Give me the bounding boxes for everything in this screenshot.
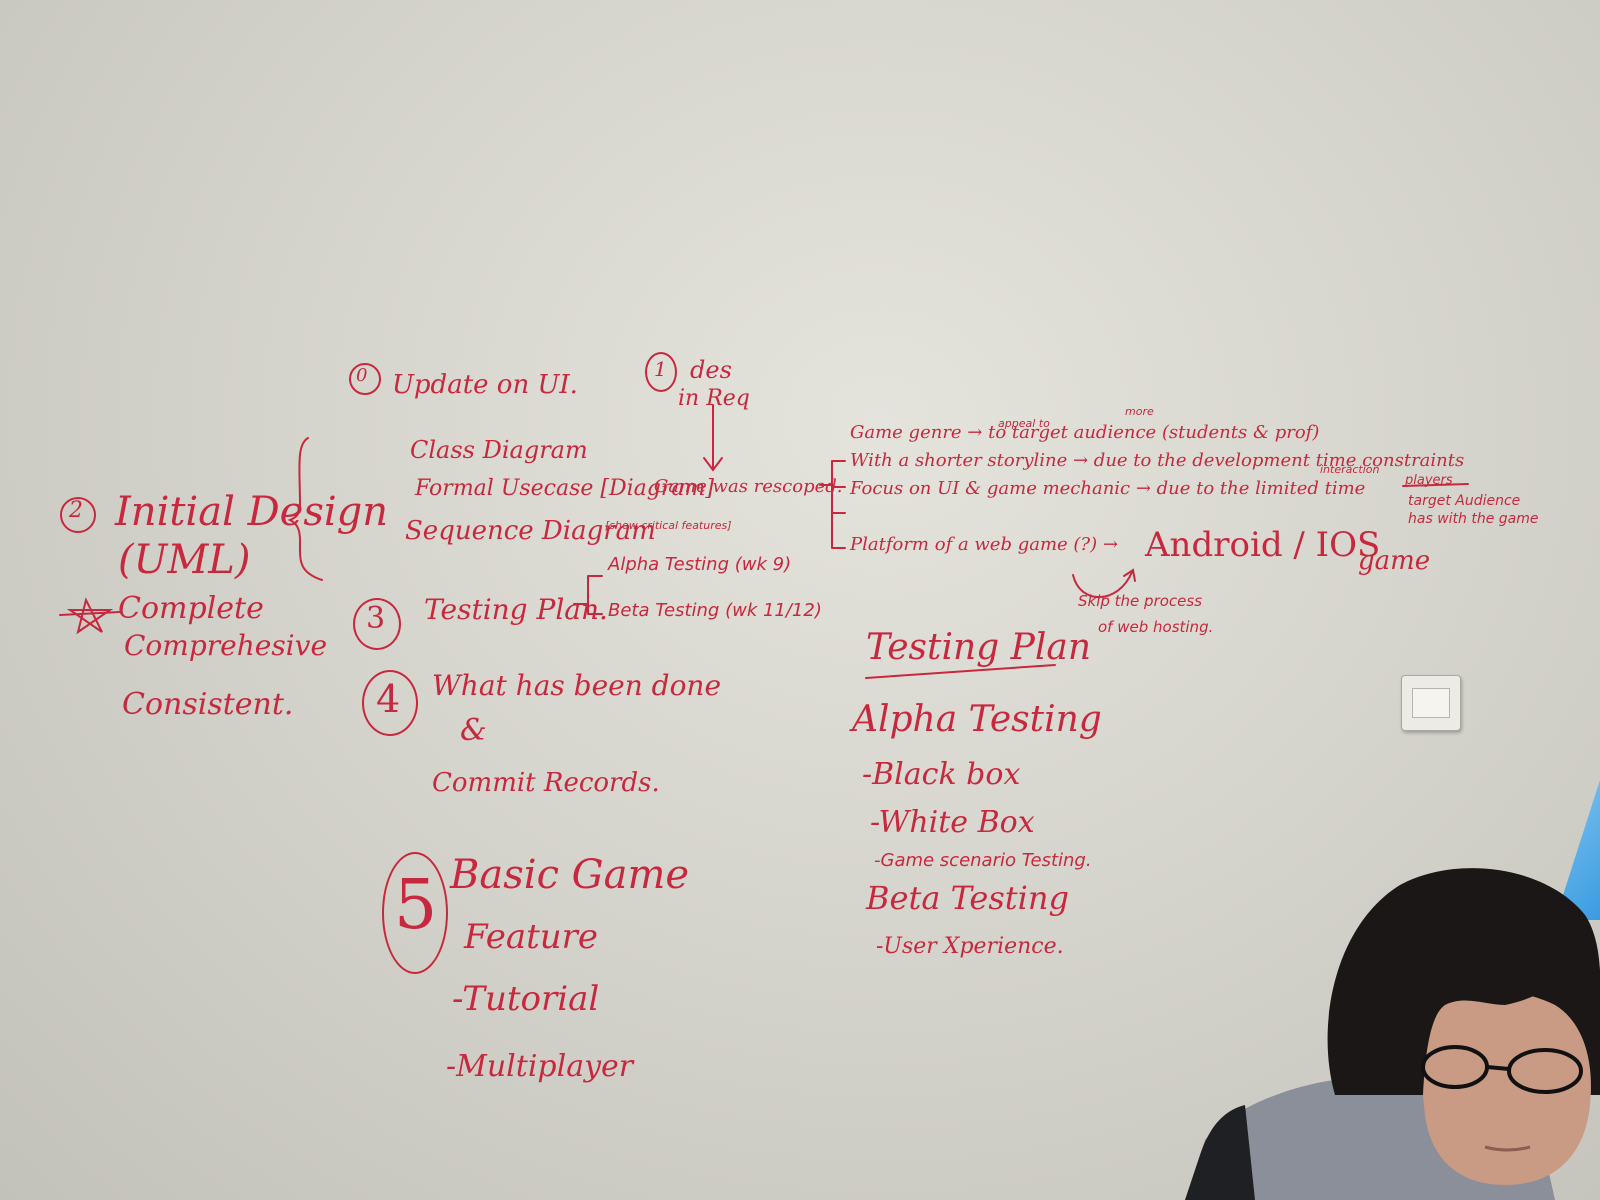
circle-3 bbox=[353, 598, 401, 650]
alpha-testing-title: Alpha Testing bbox=[852, 699, 1102, 740]
game-rescoped: Game was rescoped. bbox=[654, 476, 843, 497]
ampersand: & bbox=[460, 713, 487, 748]
initial-design-title: Initial Design bbox=[115, 489, 389, 535]
rescope-focus: Focus on UI & game mechanic → due to the… bbox=[850, 478, 1366, 499]
beta-testing-wk: Beta Testing (wk 11/12) bbox=[608, 600, 822, 621]
light-switch bbox=[1401, 675, 1461, 731]
num-3: 3 bbox=[366, 601, 386, 636]
rescope-storyline: With a shorter storyline → due to the de… bbox=[850, 450, 1465, 471]
circle-4 bbox=[362, 670, 418, 736]
game-scenario-testing: -Game scenario Testing. bbox=[874, 850, 1092, 871]
multiplayer-item: -Multiplayer bbox=[446, 1049, 634, 1084]
num-4: 4 bbox=[376, 677, 401, 721]
uml-label: (UML) bbox=[118, 537, 251, 583]
beta-testing-title: Beta Testing bbox=[866, 879, 1069, 917]
in-req-label: in Req bbox=[678, 386, 750, 411]
testing-plan-item: Testing Plan. bbox=[424, 593, 608, 626]
rescope-platform: Platform of a web game (?) → bbox=[850, 534, 1118, 555]
consistent-label: Consistent. bbox=[122, 687, 294, 722]
person bbox=[1185, 868, 1600, 1200]
num-2: 2 bbox=[69, 498, 83, 523]
circle-0 bbox=[349, 363, 381, 395]
alpha-testing-wk: Alpha Testing (wk 9) bbox=[608, 554, 792, 575]
update-on-ui: Update on UI. bbox=[392, 370, 578, 400]
formal-usecase: Formal Usecase [Diagram] bbox=[415, 476, 714, 501]
des-label: des bbox=[690, 356, 732, 384]
curved-arrow bbox=[1072, 568, 1136, 599]
comprehensive-label: Comprehesive bbox=[124, 629, 328, 662]
testing-plan-underline bbox=[865, 664, 1056, 679]
has-with-note: has with the game bbox=[1408, 511, 1539, 527]
circle-5 bbox=[382, 852, 448, 974]
strike-players bbox=[1402, 483, 1469, 487]
star-strike bbox=[59, 597, 121, 635]
white-box: -White Box bbox=[870, 805, 1035, 840]
num-0: 0 bbox=[356, 365, 368, 386]
sequence-diagram: Sequence Diagram bbox=[405, 516, 656, 546]
black-box: -Black box bbox=[862, 757, 1021, 792]
num-5: 5 bbox=[394, 866, 438, 945]
more-note: more bbox=[1125, 405, 1154, 418]
testing-bracket bbox=[573, 575, 603, 615]
what-has-been-done: What has been done bbox=[432, 669, 722, 702]
testing-plan-title: Testing Plan bbox=[866, 627, 1092, 668]
android-ios: Android / IOS bbox=[1145, 525, 1381, 565]
game-word: game bbox=[1358, 546, 1431, 576]
interaction-note: interaction bbox=[1320, 463, 1380, 476]
appeal-note: appeal to bbox=[998, 417, 1050, 430]
brace-initial-design bbox=[287, 437, 323, 581]
skip-line1: Skip the process bbox=[1078, 592, 1203, 610]
commit-records: Commit Records. bbox=[432, 768, 660, 798]
arrow-down-req bbox=[703, 404, 723, 472]
tutorial-item: -Tutorial bbox=[452, 979, 600, 1019]
circle-1 bbox=[645, 352, 677, 392]
feature-label: Feature bbox=[464, 917, 599, 957]
complete-label: Complete bbox=[118, 591, 264, 626]
basic-game: Basic Game bbox=[450, 852, 690, 898]
skip-line2: of web hosting. bbox=[1098, 618, 1214, 636]
players-strike: players bbox=[1405, 473, 1453, 488]
user-experience: -User Xperience. bbox=[876, 934, 1064, 959]
num-1: 1 bbox=[654, 357, 667, 381]
sequence-note: [show critical features] bbox=[605, 519, 732, 532]
circle-2 bbox=[60, 497, 96, 533]
switch-rocker bbox=[1412, 688, 1450, 718]
rescope-genre: Game genre → to target audience (student… bbox=[850, 422, 1320, 443]
class-diagram: Class Diagram bbox=[410, 436, 588, 464]
rescope-bracket bbox=[819, 460, 846, 549]
target-audience-note: target Audience bbox=[1408, 493, 1521, 509]
